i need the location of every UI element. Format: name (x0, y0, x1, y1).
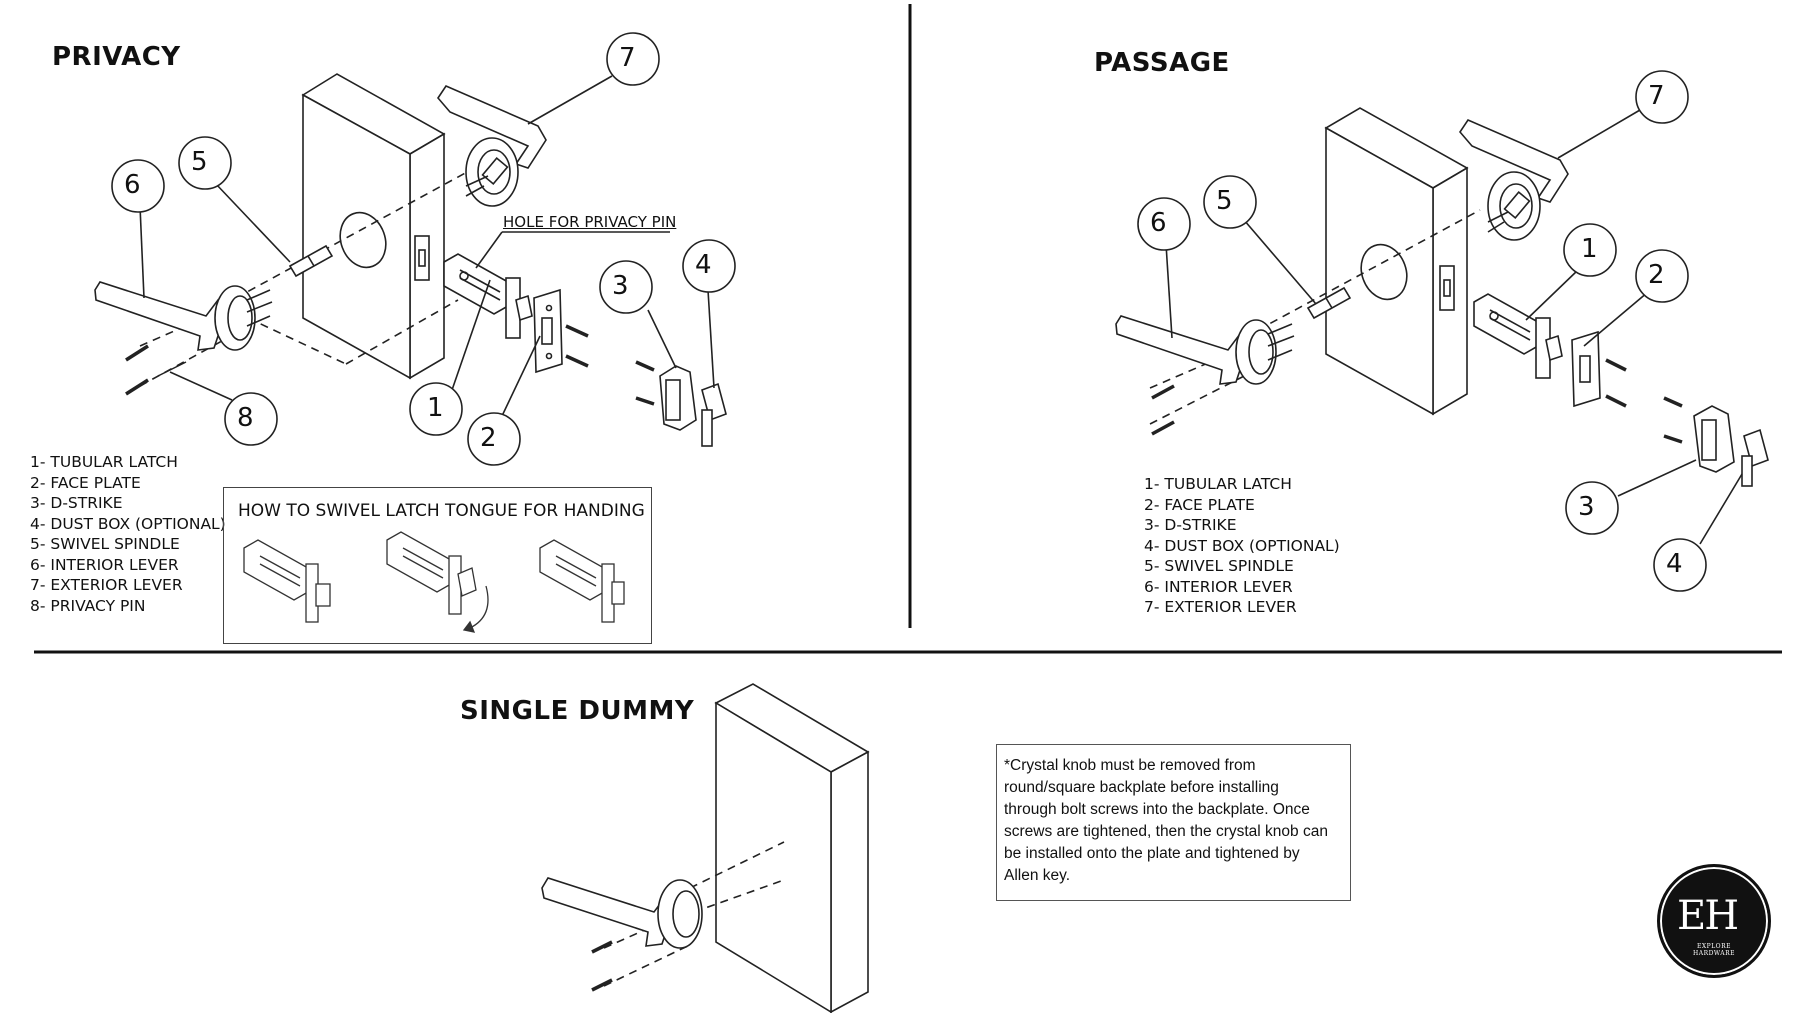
privacy-callout-7: 7 (619, 43, 636, 73)
note-line: Allen key. (1004, 867, 1071, 884)
legend-item: 2- FACE PLATE (30, 473, 141, 492)
privacy-callout-8: 8 (237, 403, 254, 433)
passage-callout-4: 4 (1666, 549, 1683, 579)
legend-item: 3- D-STRIKE (1144, 516, 1237, 534)
privacy-title: PRIVACY (52, 42, 181, 72)
swivel-latch-steps-illustration (243, 531, 625, 633)
privacy-parts-legend: 1- TUBULAR LATCH 2- FACE PLATE 3- D-STRI… (30, 452, 226, 616)
passage-callout-7: 7 (1648, 81, 1665, 111)
passage-callout-5: 5 (1216, 186, 1233, 216)
passage-callout-1: 1 (1581, 234, 1598, 264)
note-line: round/square backplate before installing (1004, 779, 1279, 796)
legend-item: 8- PRIVACY PIN (30, 596, 146, 615)
logo-name: EXPLORE HARDWARE (1693, 943, 1735, 957)
note-line: through bolt screws into the backplate. … (1004, 801, 1310, 818)
privacy-callout-3: 3 (612, 271, 629, 301)
privacy-callout-4: 4 (695, 250, 712, 280)
legend-item: 1- TUBULAR LATCH (30, 453, 178, 471)
privacy-callout-1: 1 (427, 393, 444, 423)
legend-item: 1- TUBULAR LATCH (1144, 475, 1292, 493)
legend-item: 4- DUST BOX (OPTIONAL) (1144, 536, 1340, 555)
legend-item: 7- EXTERIOR LEVER (30, 576, 183, 594)
swivel-instruction-title: HOW TO SWIVEL LATCH TONGUE FOR HANDING (238, 501, 645, 521)
legend-item: 7- EXTERIOR LEVER (1144, 598, 1297, 616)
crystal-knob-note: *Crystal knob must be removed from round… (996, 744, 1351, 901)
passage-title: PASSAGE (1094, 48, 1230, 78)
note-line: screws are tightened, then the crystal k… (1004, 823, 1328, 840)
legend-item: 4- DUST BOX (OPTIONAL) (30, 514, 226, 533)
legend-item: 6- INTERIOR LEVER (1144, 577, 1293, 596)
passage-parts-legend: 1- TUBULAR LATCH 2- FACE PLATE 3- D-STRI… (1144, 474, 1340, 618)
explore-hardware-logo: EH EXPLORE HARDWARE (1657, 864, 1771, 978)
note-line: *Crystal knob must be removed from (1004, 757, 1256, 774)
legend-item: 5- SWIVEL SPINDLE (1144, 557, 1294, 575)
swivel-instruction-box: HOW TO SWIVEL LATCH TONGUE FOR HANDING (223, 487, 652, 644)
privacy-callout-2: 2 (480, 423, 497, 453)
single-dummy-title: SINGLE DUMMY (460, 696, 695, 726)
legend-item: 3- D-STRIKE (30, 494, 123, 512)
privacy-pin-hole-label: HOLE FOR PRIVACY PIN (503, 213, 677, 231)
note-line: be installed onto the plate and tightene… (1004, 845, 1300, 862)
logo-monogram: EH (1677, 893, 1739, 939)
passage-callout-3: 3 (1578, 492, 1595, 522)
legend-item: 6- INTERIOR LEVER (30, 555, 179, 574)
passage-callout-2: 2 (1648, 260, 1665, 290)
legend-item: 2- FACE PLATE (1144, 495, 1255, 514)
privacy-callout-5: 5 (191, 147, 208, 177)
privacy-callout-6: 6 (124, 170, 141, 200)
passage-callout-6: 6 (1150, 208, 1167, 238)
legend-item: 5- SWIVEL SPINDLE (30, 535, 180, 553)
